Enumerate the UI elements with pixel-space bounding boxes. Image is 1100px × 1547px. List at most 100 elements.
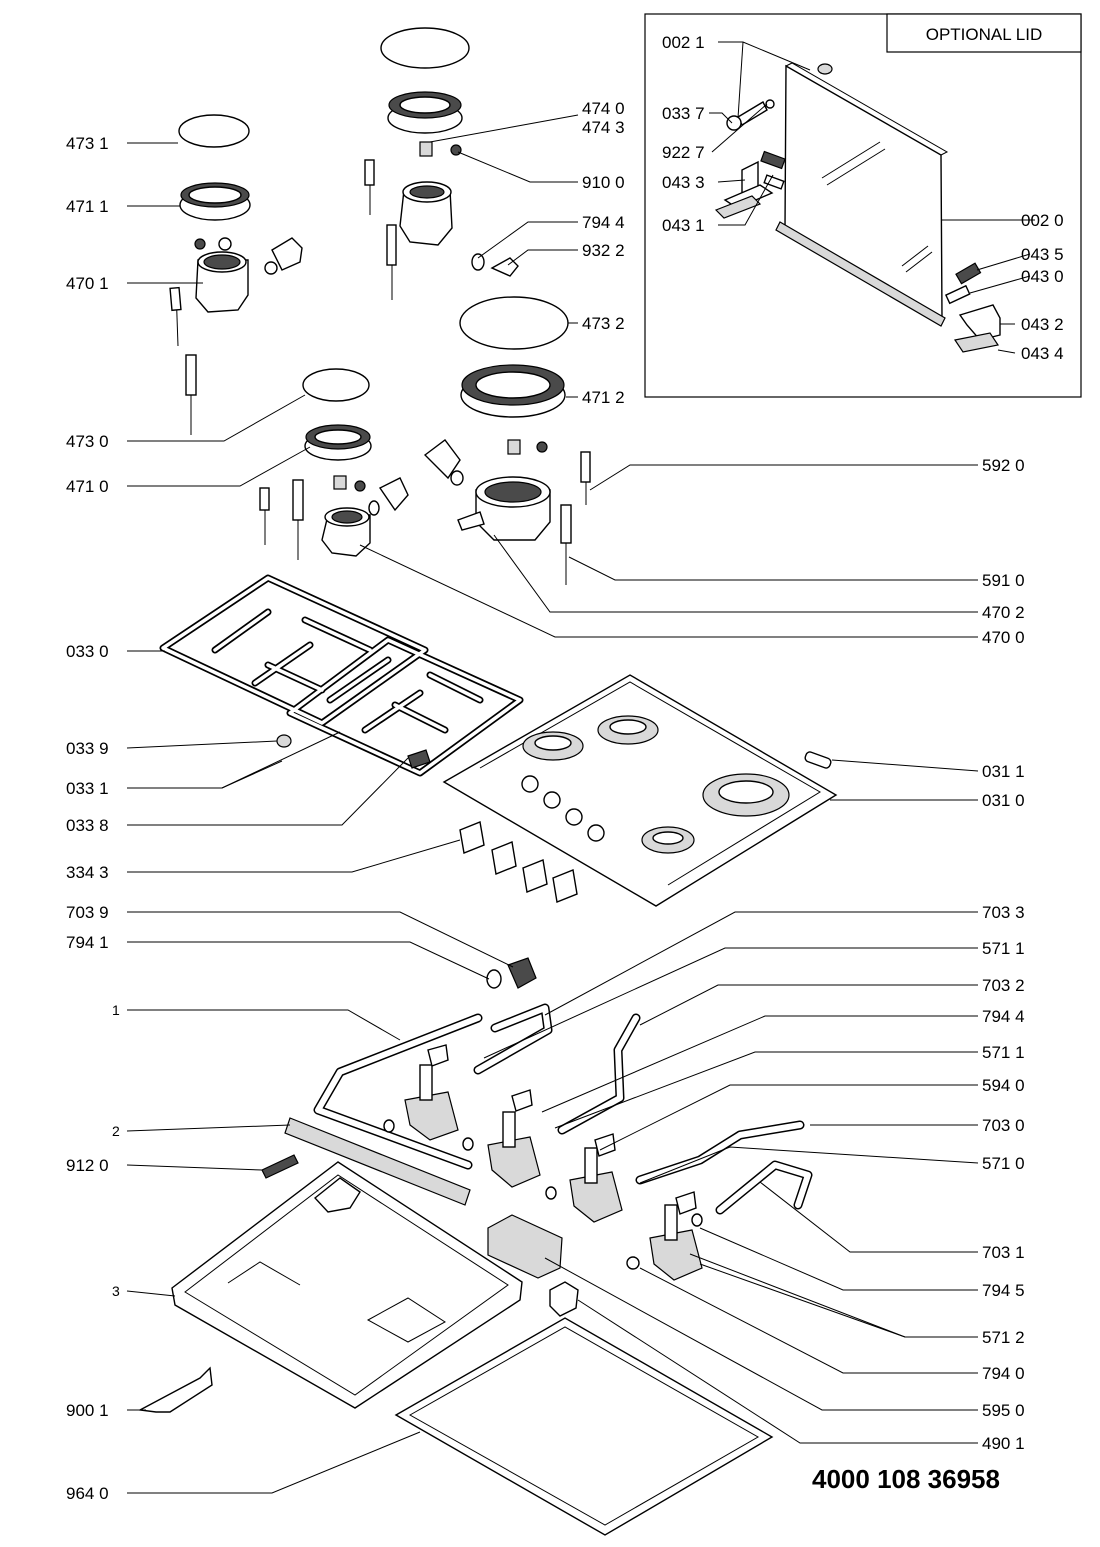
label-002-1: 002 1 xyxy=(662,33,705,52)
label-033-1: 033 1 xyxy=(66,779,109,798)
label-964-0: 964 0 xyxy=(66,1484,109,1503)
injector-back-center xyxy=(419,141,433,157)
label-043-3: 043 3 xyxy=(662,173,705,192)
hob-top-plate xyxy=(442,674,838,907)
injector-front-left xyxy=(333,475,366,492)
base-tray-3 xyxy=(171,1161,523,1409)
label-571-0: 571 0 xyxy=(982,1154,1025,1173)
label-703-0: 703 0 xyxy=(982,1116,1025,1135)
fixing-bar-2 xyxy=(284,1117,471,1206)
lid-pin xyxy=(726,101,768,131)
label-033-8: 033 8 xyxy=(66,816,109,835)
label-703-2: 703 2 xyxy=(982,976,1025,995)
burner-body-front-right xyxy=(423,439,551,541)
label-471-0: 471 0 xyxy=(66,477,109,496)
label-043-1: 043 1 xyxy=(662,216,705,235)
bracket-900-1 xyxy=(137,1366,213,1413)
label-470-0: 470 0 xyxy=(982,628,1025,647)
label-043-5: 043 5 xyxy=(1021,245,1064,264)
label-922-7: 922 7 xyxy=(662,143,705,162)
label-595-0: 595 0 xyxy=(982,1401,1025,1420)
burner-cap-front-left xyxy=(302,368,370,402)
label-703-1: 703 1 xyxy=(982,1243,1025,1262)
label-033-0: 033 0 xyxy=(66,642,109,661)
burner-cap-back-left xyxy=(178,114,250,148)
label-470-2: 470 2 xyxy=(982,603,1025,622)
glass-lid xyxy=(775,62,949,327)
control-knobs xyxy=(459,821,578,903)
grate-foot-033-8 xyxy=(407,749,431,769)
ignition-unit-595-0 xyxy=(487,1214,563,1279)
burner-crown-front-right xyxy=(460,364,566,418)
label-3: 3 xyxy=(112,1283,120,1299)
burner-crown-back-left xyxy=(179,182,251,221)
leader-lines xyxy=(126,41,1035,1494)
gasket-seal-964-0 xyxy=(394,1317,774,1536)
thermocouple-front-right xyxy=(560,451,591,585)
label-490-1: 490 1 xyxy=(982,1434,1025,1453)
thermocouple-back-center xyxy=(364,159,397,300)
label-1: 1 xyxy=(112,1002,120,1018)
label-794-4-top: 794 4 xyxy=(582,213,625,232)
label-2: 2 xyxy=(112,1123,120,1139)
label-591-0: 591 0 xyxy=(982,571,1025,590)
pan-support-grates xyxy=(159,574,524,777)
thermocouple-back-left xyxy=(169,286,197,435)
label-794-1: 794 1 xyxy=(66,933,109,952)
label-474-0: 474 0 xyxy=(582,99,625,118)
main-gas-pipe-1 xyxy=(313,1013,483,1170)
label-703-3: 703 3 xyxy=(982,903,1025,922)
label-043-4: 043 4 xyxy=(1021,344,1064,363)
optional-lid-title: OPTIONAL LID xyxy=(926,25,1043,44)
burner-cap-front-right xyxy=(459,296,569,350)
label-474-3: 474 3 xyxy=(582,118,625,137)
hinge-left xyxy=(714,160,774,219)
part-labels: 002 1 033 7 922 7 043 3 043 1 002 0 043 … xyxy=(66,33,1064,1503)
lid-washer xyxy=(765,99,775,109)
label-470-1: 470 1 xyxy=(66,274,109,293)
document-number: 4000 108 36958 xyxy=(812,1464,1000,1494)
thermocouple-front-left xyxy=(259,479,304,560)
hinge-right xyxy=(944,262,1001,353)
burner-body-back-left xyxy=(194,237,303,313)
label-794-0: 794 0 xyxy=(982,1364,1025,1383)
label-794-4-bottom: 794 4 xyxy=(982,1007,1025,1026)
lid-bumper xyxy=(817,63,833,75)
valve-washers xyxy=(383,1119,703,1270)
label-571-1-bottom: 571 1 xyxy=(982,1043,1025,1062)
ignition-cover-490-1 xyxy=(549,1281,579,1317)
label-594-0: 594 0 xyxy=(982,1076,1025,1095)
burner-crown-front-left xyxy=(304,424,372,461)
label-794-5: 794 5 xyxy=(982,1281,1025,1300)
label-002-0: 002 0 xyxy=(1021,211,1064,230)
label-471-2: 471 2 xyxy=(582,388,625,407)
label-900-1: 900 1 xyxy=(66,1401,109,1420)
label-033-7: 033 7 xyxy=(662,104,705,123)
label-473-2: 473 2 xyxy=(582,314,625,333)
label-932-2: 932 2 xyxy=(582,241,625,260)
hinge-spring-left xyxy=(760,150,786,190)
label-471-1: 471 1 xyxy=(66,197,109,216)
label-033-9: 033 9 xyxy=(66,739,109,758)
label-473-0: 473 0 xyxy=(66,432,109,451)
label-910-0: 910 0 xyxy=(582,173,625,192)
grate-foot-033-9 xyxy=(276,734,292,748)
label-031-1: 031 1 xyxy=(982,762,1025,781)
hob-badge-031-1 xyxy=(804,751,832,769)
burner-body-back-center xyxy=(399,181,453,246)
label-043-0: 043 0 xyxy=(1021,267,1064,286)
burner-body-front-left xyxy=(321,477,409,557)
optional-lid-box: OPTIONAL LID xyxy=(644,13,1082,398)
screw-back-center xyxy=(450,144,462,156)
gas-valves xyxy=(404,1064,703,1281)
label-334-3: 334 3 xyxy=(66,863,109,882)
injector-front-right xyxy=(507,439,548,455)
burner-crown-back-center xyxy=(387,91,463,134)
label-571-2: 571 2 xyxy=(982,1328,1025,1347)
screw-912-0 xyxy=(261,1154,299,1179)
gas-inlet-elbow xyxy=(486,957,537,989)
washer-794-4 xyxy=(471,253,485,271)
label-703-9: 703 9 xyxy=(66,903,109,922)
label-031-0: 031 0 xyxy=(982,791,1025,810)
